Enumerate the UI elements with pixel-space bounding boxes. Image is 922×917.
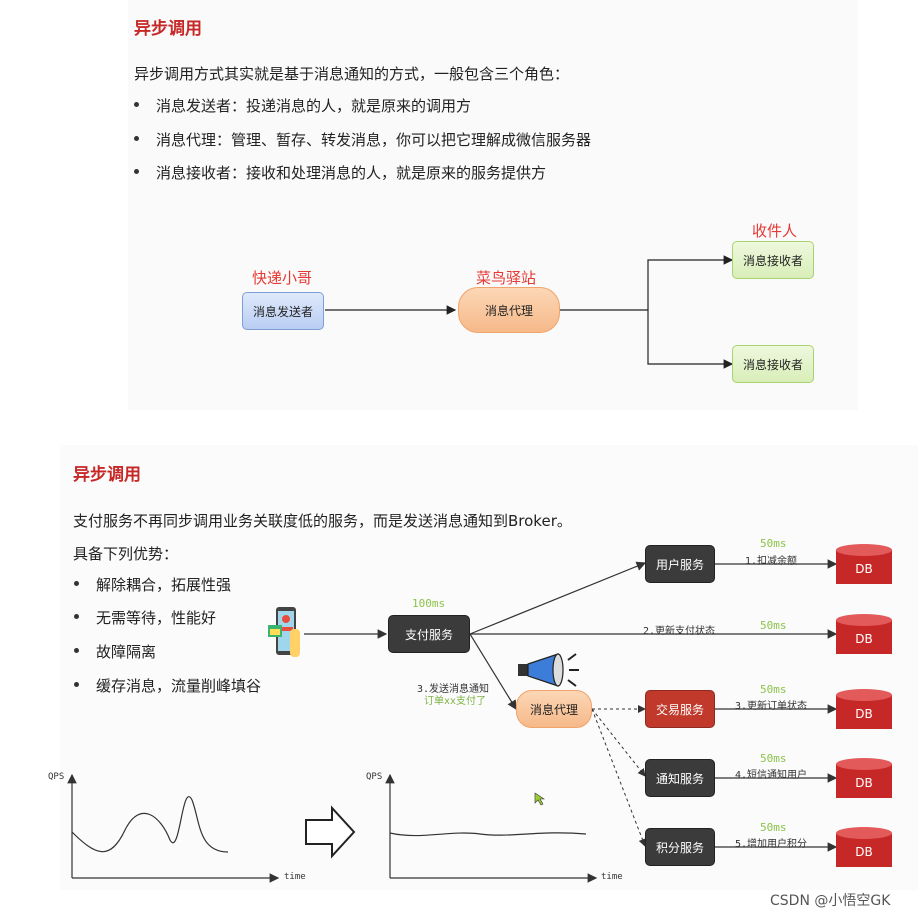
- db-icon: DB: [836, 827, 892, 873]
- step1-ms: 50ms: [760, 537, 787, 550]
- bullet-dot: [134, 169, 139, 174]
- bullet-text: 消息发送者：投递消息的人，就是原来的调用方: [156, 97, 472, 115]
- step4-ms: 50ms: [760, 752, 787, 765]
- receiver-node-2: 消息接收者: [732, 345, 814, 383]
- bullet-dot: [74, 614, 79, 619]
- step1-label: 1.扣减余额: [745, 556, 798, 567]
- phone-payment-icon: [266, 605, 304, 659]
- broker-node: 消息代理: [458, 287, 560, 333]
- label-receiver: 收件人: [752, 222, 798, 240]
- db-label: DB: [855, 707, 873, 721]
- section2-intro: 支付服务不再同步调用业务关联度低的服务，而是发送消息通知到Broker。: [73, 512, 572, 530]
- db-icon: DB: [836, 758, 892, 804]
- db-icon: DB: [836, 614, 892, 660]
- megaphone-icon: [514, 652, 582, 688]
- receiver-node-1: 消息接收者: [732, 241, 814, 279]
- section1-title: 异步调用: [134, 19, 202, 39]
- step5-ms: 50ms: [760, 821, 787, 834]
- bullet-text: 消息代理：管理、暂存、转发消息，你可以把它理解成微信服务器: [156, 131, 592, 149]
- bullet-text: 无需等待，性能好: [96, 609, 217, 627]
- db-label: DB: [855, 562, 873, 576]
- db-icon: DB: [836, 544, 892, 590]
- notify-line1: 3.发送消息通知: [417, 684, 490, 695]
- bullet-text: 缓存消息，流量削峰填谷: [96, 677, 262, 695]
- pay-ms: 100ms: [412, 597, 446, 610]
- chart1-y-label: QPS: [48, 772, 65, 782]
- chart2-y-label: QPS: [366, 772, 383, 782]
- chart1-x-label: time: [284, 872, 306, 882]
- db-icon: DB: [836, 689, 892, 735]
- watermark: CSDN @小悟空GK: [770, 893, 891, 909]
- bullet-dot: [74, 581, 79, 586]
- points-service-node: 积分服务: [645, 828, 715, 866]
- step3-ms: 50ms: [760, 683, 787, 696]
- step3-label: 3.更新订单状态: [735, 701, 808, 712]
- step5-label: 5.增加用户积分: [735, 839, 808, 850]
- section1-panel: [128, 0, 858, 410]
- label-courier: 快递小哥: [252, 269, 313, 287]
- notify-line2: 订单xx支付了: [424, 696, 487, 707]
- notify-service-node: 通知服务: [645, 759, 715, 797]
- broker-node-2: 消息代理: [516, 690, 592, 728]
- db-label: DB: [855, 776, 873, 790]
- bullet-dot: [134, 136, 139, 141]
- trade-service-node: 交易服务: [645, 690, 715, 728]
- bullet-text: 消息接收者：接收和处理消息的人，就是原来的服务提供方: [156, 164, 547, 182]
- section1-intro: 异步调用方式其实就是基于消息通知的方式，一般包含三个角色：: [134, 65, 570, 83]
- pay-service-node: 支付服务: [388, 615, 470, 653]
- step4-label: 4.短信通知用户: [735, 770, 808, 781]
- bullet-dot: [134, 102, 139, 107]
- db-label: DB: [855, 845, 873, 859]
- bullet-text: 解除耦合，拓展性强: [96, 576, 232, 594]
- bullet-text: 故障隔离: [96, 643, 157, 661]
- bullet-dot: [74, 682, 79, 687]
- bullet-dot: [74, 648, 79, 653]
- sender-node: 消息发送者: [242, 292, 324, 330]
- user-service-node: 用户服务: [645, 545, 715, 583]
- section2-title: 异步调用: [73, 465, 141, 485]
- step2-ms: 50ms: [760, 619, 787, 632]
- step2-label: 2.更新支付状态: [643, 626, 716, 637]
- chart2-x-label: time: [601, 872, 623, 882]
- advantages-title: 具备下列优势：: [73, 545, 179, 563]
- label-station: 菜鸟驿站: [476, 269, 537, 287]
- db-label: DB: [855, 632, 873, 646]
